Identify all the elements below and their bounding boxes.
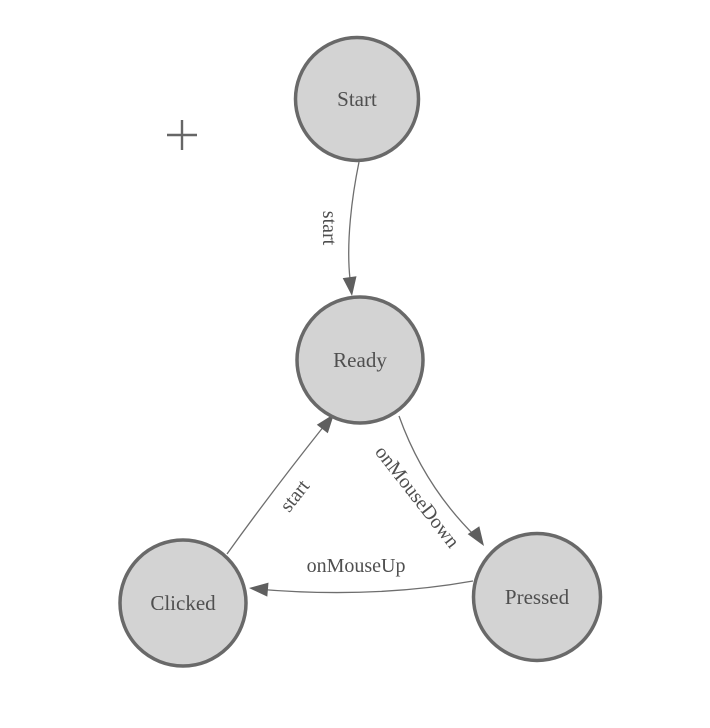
arrowhead-icon — [342, 276, 357, 296]
state-node-ready[interactable]: Ready — [295, 295, 425, 425]
origin-crosshair-icon — [167, 120, 197, 150]
state-label: Ready — [333, 348, 387, 372]
state-circle — [118, 538, 248, 668]
state-circle — [471, 531, 603, 663]
edge-line[interactable] — [255, 580, 474, 594]
edge-line[interactable] — [398, 415, 477, 538]
arrowhead-icon — [467, 526, 484, 546]
transition-edge-pressed-to-clicked[interactable]: onMouseUp — [249, 555, 474, 597]
edge-line[interactable] — [226, 425, 325, 555]
transition-edge-clicked-to-ready[interactable]: start — [226, 414, 334, 555]
state-circle — [295, 295, 425, 425]
state-circle — [293, 35, 421, 163]
state-node-start[interactable]: Start — [293, 35, 421, 163]
state-node-clicked[interactable]: Clicked — [118, 538, 248, 668]
edge-label-start: start — [318, 211, 340, 246]
arrowhead-icon — [316, 414, 334, 434]
state-label: Pressed — [505, 585, 570, 609]
state-label: Clicked — [150, 591, 216, 615]
arrowhead-icon — [249, 582, 269, 597]
edge-label-onmouseup: onMouseUp — [307, 555, 406, 577]
state-node-pressed[interactable]: Pressed — [471, 531, 603, 663]
transition-edge-ready-to-pressed[interactable]: onMouseDown — [370, 415, 484, 552]
state-label: Start — [337, 87, 377, 111]
transition-edge-start-to-ready[interactable]: start — [318, 161, 360, 296]
edge-line[interactable] — [348, 161, 360, 280]
